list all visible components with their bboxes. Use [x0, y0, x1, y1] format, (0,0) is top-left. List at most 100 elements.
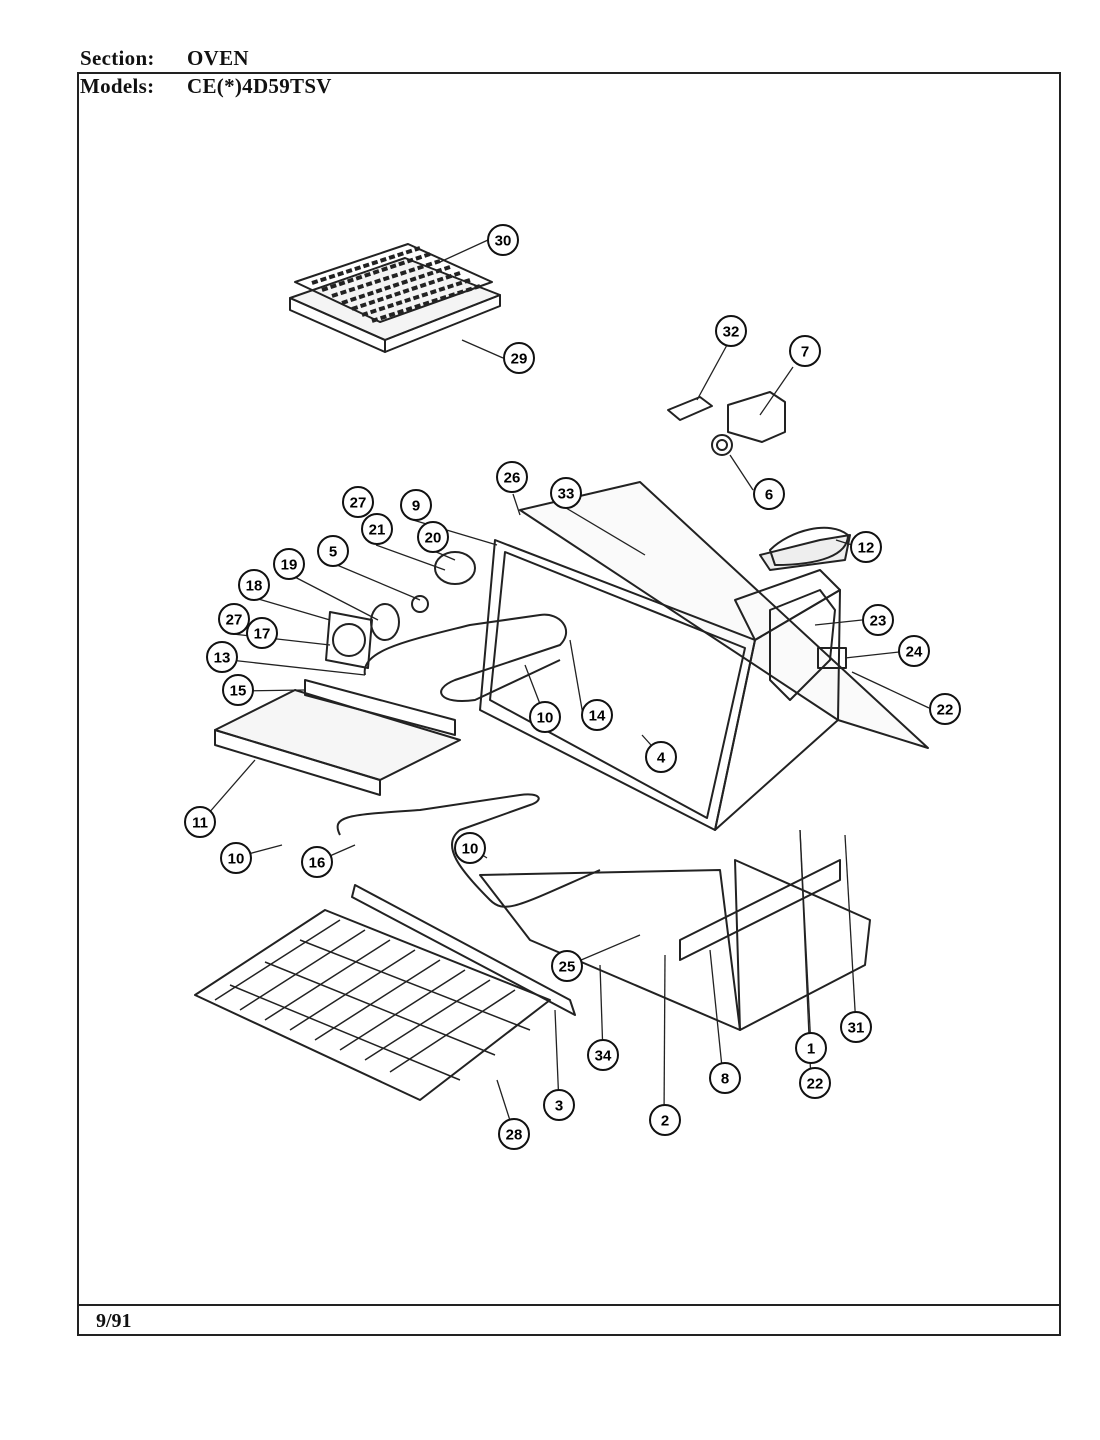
callout-25: 25 — [551, 950, 583, 982]
broil-pan-illustration — [289, 243, 501, 353]
section-label: Section: — [80, 46, 155, 70]
callout-circle — [218, 603, 250, 635]
callout-label: 15 — [230, 683, 247, 700]
callout-17: 17 — [246, 617, 278, 649]
callout-label: 10 — [462, 841, 479, 858]
callout-circle — [587, 1039, 619, 1071]
callout-30: 30 — [487, 224, 519, 256]
callout-label: 14 — [589, 708, 606, 725]
callout-15: 15 — [222, 674, 254, 706]
callout-31: 31 — [840, 1011, 872, 1043]
callout-26: 26 — [496, 461, 528, 493]
models-value: CE(*)4D59TSV — [187, 74, 332, 98]
callout-4: 4 — [645, 741, 677, 773]
callout-label: 10 — [537, 710, 554, 727]
callout-label: 17 — [254, 626, 271, 643]
callout-10: 10 — [454, 832, 486, 864]
callout-32: 32 — [715, 315, 747, 347]
callout-8: 8 — [709, 1062, 741, 1094]
callout-label: 25 — [559, 959, 576, 976]
lower-frame-illustration — [479, 859, 871, 1031]
callout-circle — [400, 489, 432, 521]
callout-label: 28 — [506, 1127, 523, 1144]
callout-label: 29 — [511, 351, 528, 368]
oven-rack-illustration — [194, 884, 576, 1101]
callout-circle — [840, 1011, 872, 1043]
callout-circle — [581, 699, 613, 731]
callout-circle — [753, 478, 785, 510]
callout-label: 30 — [495, 233, 512, 250]
diagram-frame — [77, 72, 1061, 1336]
callout-circle — [550, 477, 582, 509]
callout-circle — [649, 1104, 681, 1136]
footer-date: 9/91 — [96, 1310, 132, 1332]
callout-label: 6 — [765, 487, 773, 504]
callout-label: 10 — [228, 851, 245, 868]
callout-label: 26 — [504, 470, 521, 487]
callout-21: 21 — [361, 513, 393, 545]
footer-divider — [77, 1304, 1061, 1306]
callout-22: 22 — [929, 693, 961, 725]
callout-label: 22 — [937, 702, 954, 719]
callout-1: 1 — [795, 1032, 827, 1064]
callout-6: 6 — [753, 478, 785, 510]
callout-24: 24 — [898, 635, 930, 667]
callout-7: 7 — [789, 335, 821, 367]
callout-circle — [862, 604, 894, 636]
callout-circle — [246, 617, 278, 649]
callout-label: 1 — [807, 1041, 815, 1058]
thermostat-bracket-illustration — [667, 391, 786, 456]
callout-circle — [929, 693, 961, 725]
callout-9: 9 — [400, 489, 432, 521]
callout-circle — [709, 1062, 741, 1094]
callout-label: 24 — [906, 644, 923, 661]
callout-label: 20 — [425, 530, 442, 547]
callout-5: 5 — [317, 535, 349, 567]
callout-label: 31 — [848, 1020, 865, 1037]
callout-label: 32 — [723, 324, 740, 341]
section-value: OVEN — [187, 46, 249, 70]
callout-label: 16 — [309, 855, 326, 872]
callout-circle — [220, 842, 252, 874]
callout-circle — [715, 315, 747, 347]
callout-29: 29 — [503, 342, 535, 374]
callout-circle — [551, 950, 583, 982]
callout-label: 2 — [661, 1113, 669, 1130]
callout-circle — [273, 548, 305, 580]
callout-27: 27 — [218, 603, 250, 635]
callout-label: 22 — [807, 1076, 824, 1093]
callout-label: 34 — [595, 1048, 612, 1065]
callout-20: 20 — [417, 521, 449, 553]
callout-label: 23 — [870, 613, 887, 630]
callout-34: 34 — [587, 1039, 619, 1071]
callout-16: 16 — [301, 846, 333, 878]
callout-circle — [184, 806, 216, 838]
callout-11: 11 — [184, 806, 216, 838]
callout-circle — [238, 569, 270, 601]
callout-circle — [789, 335, 821, 367]
callout-label: 4 — [657, 750, 666, 767]
callout-label: 8 — [721, 1071, 729, 1088]
callout-circle — [317, 535, 349, 567]
callout-label: 3 — [555, 1098, 563, 1115]
callout-18: 18 — [238, 569, 270, 601]
callout-label: 11 — [192, 815, 208, 832]
callout-label: 21 — [369, 522, 386, 539]
callout-3: 3 — [543, 1089, 575, 1121]
callout-circle — [543, 1089, 575, 1121]
callout-33: 33 — [550, 477, 582, 509]
callout-13: 13 — [206, 641, 238, 673]
callout-circle — [301, 846, 333, 878]
callout-circle — [529, 701, 561, 733]
callout-circle — [498, 1118, 530, 1150]
callout-circle — [222, 674, 254, 706]
callout-circle — [206, 641, 238, 673]
callout-10: 10 — [529, 701, 561, 733]
callout-14: 14 — [581, 699, 613, 731]
callout-circle — [850, 531, 882, 563]
callout-circle — [454, 832, 486, 864]
callout-label: 12 — [858, 540, 875, 557]
callout-23: 23 — [862, 604, 894, 636]
callout-label: 19 — [281, 557, 298, 574]
